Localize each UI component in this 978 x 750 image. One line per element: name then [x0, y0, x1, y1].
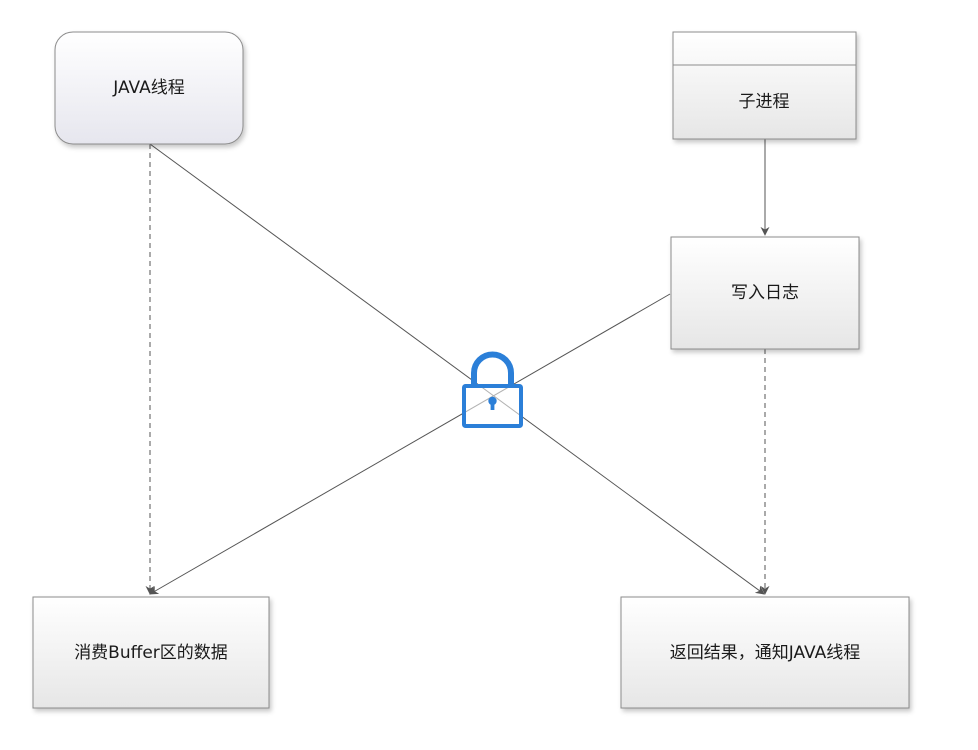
lock-icon	[462, 351, 523, 428]
node-consume-buffer: 消费Buffer区的数据	[32, 596, 270, 709]
node-write-log: 写入日志	[670, 236, 860, 350]
node-child-process-label: 子进程	[739, 92, 790, 112]
node-child-process: 子进程	[672, 31, 857, 140]
node-return-result: 返回结果，通知JAVA线程	[620, 596, 910, 709]
node-java-thread-label: JAVA线程	[112, 78, 184, 98]
node-consume-buffer-label: 消费Buffer区的数据	[74, 643, 228, 663]
edge-java-to-return-diagonal	[149, 143, 765, 595]
node-write-log-label: 写入日志	[731, 283, 799, 303]
edge-writelog-to-consume-diagonal	[149, 293, 671, 595]
edges	[145, 139, 770, 595]
node-return-result-label: 返回结果，通知JAVA线程	[670, 643, 860, 663]
node-java-thread: JAVA线程	[54, 31, 244, 145]
